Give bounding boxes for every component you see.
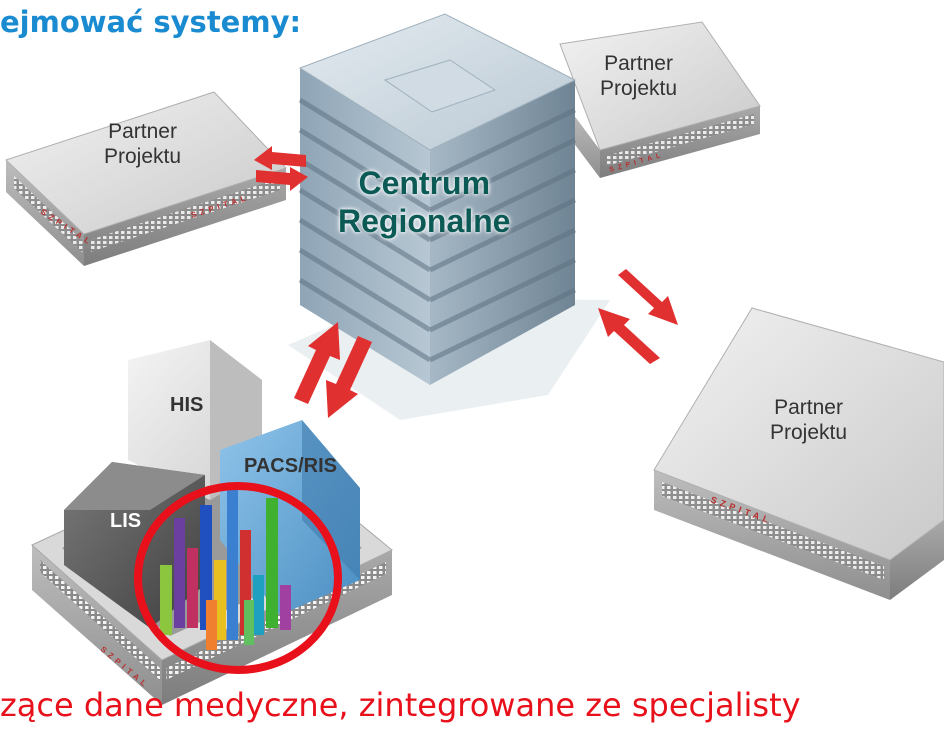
partner-hospital-bottom-right [653, 307, 944, 600]
partner-label-line1: Partner [774, 396, 843, 419]
arrow-pair-bottom-left [294, 322, 372, 418]
center-label-line1: Centrum [358, 165, 491, 201]
partner-label-line1: Partner [604, 52, 673, 75]
partner-hospital-top-right [559, 21, 761, 178]
partner-hospital-top-left [5, 91, 287, 266]
partner-label-bottom-right: Partner Projektu [770, 396, 847, 446]
partner-label-line2: Projektu [600, 76, 678, 100]
center-tower [288, 13, 610, 420]
his-label: HIS [170, 394, 204, 416]
partner-label-line2: Projektu [770, 420, 848, 444]
data-bars-3d [160, 490, 291, 650]
lis-label: LIS [110, 510, 142, 532]
partner-label-line1: Partner [108, 120, 177, 143]
partner-label-top-left: Partner Projektu [104, 120, 181, 170]
partner-label-top-right: Partner Projektu [600, 52, 677, 102]
partner-label-line2: Projektu [104, 144, 182, 168]
pacs-ris-label: PACS/RIS [244, 455, 337, 477]
arrow-pair-top-left [254, 146, 308, 191]
page-heading: ejmować systemy: [0, 5, 302, 39]
footer-caption: zące dane medyczne, zintegrowane ze spec… [0, 686, 801, 724]
center-label-line2: Regionalne [338, 203, 511, 240]
center-building-label: Centrum Regionalne [338, 164, 510, 241]
arrow-pair-right [598, 269, 678, 364]
pacs-ris-block [220, 420, 360, 615]
highlight-circle [134, 482, 342, 674]
